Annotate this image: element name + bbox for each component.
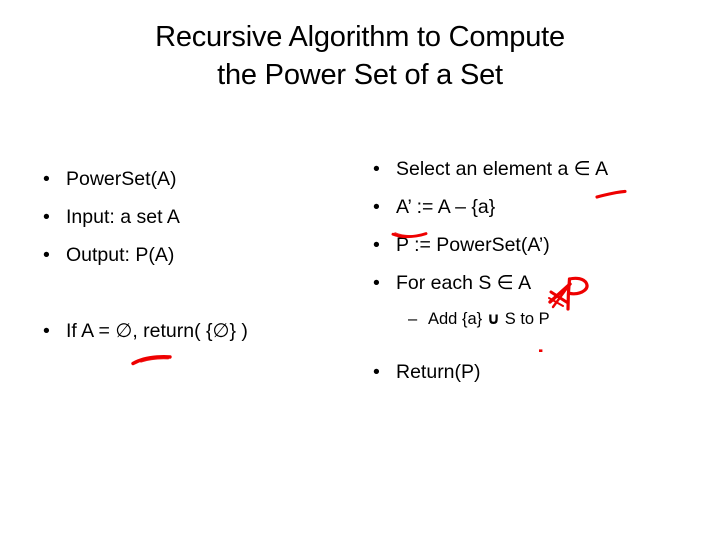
slide-title-line-1: Recursive Algorithm to Compute — [155, 21, 565, 53]
union-symbol: ∪ — [486, 310, 501, 328]
bullet-item-powerset-signature: • PowerSet(A) — [36, 168, 356, 190]
blank-line-spacer — [366, 345, 706, 361]
left-content-column: • PowerSet(A) • Input: a set A • Output:… — [36, 168, 356, 358]
sub-bullet-text-part-2: S to P — [500, 310, 550, 328]
slide-title-line-2: the Power Set of a Set — [217, 59, 503, 91]
bullet-text: For each S ∈ A — [396, 272, 531, 294]
bullet-marker: • — [373, 158, 380, 180]
bullet-marker: • — [373, 272, 380, 294]
right-content-column: • Select an element a ∈ A • A’ := A – {a… — [366, 158, 706, 399]
bullet-item-output: • Output: P(A) — [36, 244, 356, 266]
bullet-marker: • — [373, 234, 380, 256]
bullet-item-for-each: • For each S ∈ A — [366, 272, 706, 294]
sub-bullet-marker: – — [408, 310, 418, 328]
bullet-text: If A = ∅, return( {∅} ) — [66, 320, 248, 342]
bullet-item-input: • Input: a set A — [36, 206, 356, 228]
bullet-text: Return(P) — [396, 361, 481, 383]
for-each-prefix-text: For each S ∈ — [396, 272, 519, 294]
bullet-text: Output: P(A) — [66, 244, 175, 266]
bullet-item-assign-a-prime: • A’ := A – {a} — [366, 196, 706, 218]
bullet-text: Select an element a ∈ A — [396, 158, 609, 180]
bullet-text: PowerSet(A) — [66, 168, 177, 190]
sub-bullet-text: Add {a} ∪ S to P — [428, 310, 550, 329]
bullet-text: Input: a set A — [66, 206, 180, 228]
slide-title: Recursive Algorithm to Compute the Power… — [36, 18, 684, 94]
sub-bullet-text-part-1: Add {a} — [428, 310, 487, 328]
bullet-marker: • — [373, 361, 380, 383]
bullet-item-select-element: • Select an element a ∈ A — [366, 158, 706, 180]
bullet-text: A’ := A – {a} — [396, 196, 496, 218]
bullet-item-return: • Return(P) — [366, 361, 706, 383]
bullet-item-base-case: • If A = ∅, return( {∅} ) — [36, 320, 356, 342]
bullet-marker: • — [43, 206, 50, 228]
bullet-item-recursive-call: • P := PowerSet(A’) — [366, 234, 706, 256]
bullet-marker: • — [43, 244, 50, 266]
struck-out-letter-A: A — [518, 272, 532, 294]
sub-bullet-item-add-union: – Add {a} ∪ S to P — [366, 310, 706, 329]
bullet-marker: • — [373, 196, 380, 218]
bullet-marker: • — [43, 168, 50, 190]
blank-line-spacer — [36, 282, 356, 304]
bullet-text: P := PowerSet(A’) — [396, 234, 550, 256]
bullet-marker: • — [43, 320, 50, 342]
